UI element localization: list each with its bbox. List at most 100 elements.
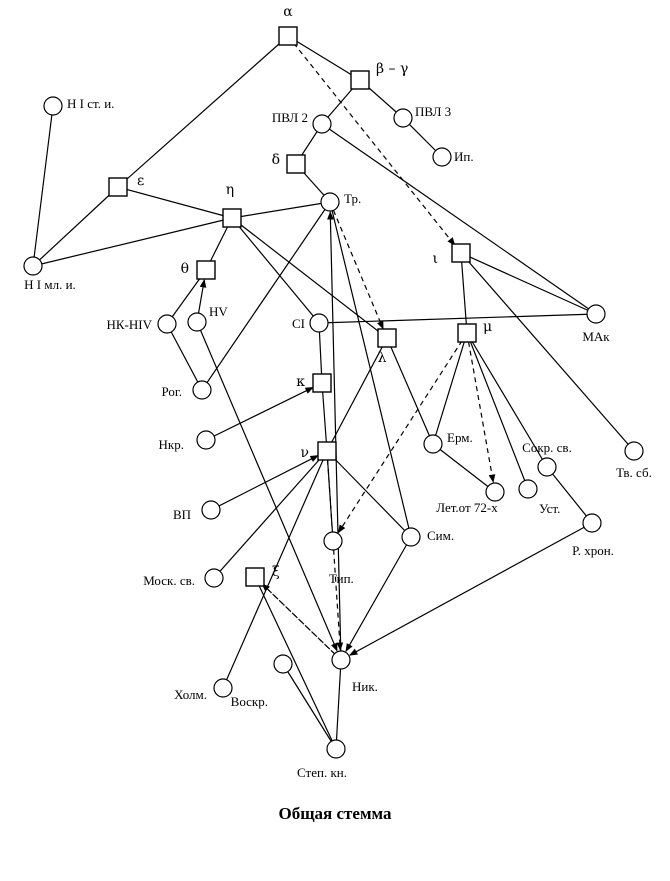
edge-hv-nik [196,321,338,652]
node-rkhron [582,513,602,533]
label-sokr: Сокр. св. [522,440,572,455]
label-n1st: Н I ст. и. [67,96,114,111]
node-nkhiv [157,314,177,334]
diagram-caption: Общая стемма [278,804,392,823]
edge-iota-tvsb [460,252,635,452]
label-delta: δ [272,152,280,168]
edge-epsilon-n1ml [32,186,119,267]
edge-mu-ust [466,332,529,490]
node-pvl2 [312,114,332,134]
label-nik: Ник. [352,679,378,694]
node-alpha [278,26,298,46]
edge-iota-mak [460,252,597,315]
label-ci: CI [292,316,305,331]
edge-tr-lambda [329,201,384,330]
label-epsilon: ε [137,173,144,189]
node-tip [323,531,343,551]
edge-nik-step [335,659,342,750]
label-xi: ξ [272,564,280,580]
edge-kappa-nu [321,382,328,452]
edge-n1st-n1ml [32,105,54,267]
edge-nkhiv-rog [166,323,203,391]
edge-nik-tr [327,211,342,661]
node-voskr [273,654,293,674]
edge-alpha-epsilon [117,35,289,188]
edge-ci-mak [318,313,597,324]
node-kholm [213,678,233,698]
node-mak [586,304,606,324]
node-eta [222,208,242,228]
edge-mu-tip [337,332,468,534]
label-eta: η [226,182,234,198]
edge-eta-ci [231,217,320,324]
edge-tr-eta [231,201,331,219]
label-mosk: Моск. св. [143,573,195,588]
edge-nu-kholm [222,450,328,689]
node-layer [23,26,644,759]
edge-eta-lambda [231,217,388,339]
edge-voskr-step [282,663,337,750]
node-n1st [43,96,63,116]
node-iota [451,243,471,263]
edge-pvl2-mak [321,123,597,315]
node-erm [423,434,443,454]
node-tr [320,192,340,212]
label-sim: Сим. [427,528,454,543]
label-pvl2: ПВЛ 2 [272,110,308,125]
label-vp: ВП [173,507,191,522]
edge-nu-sim [326,450,412,538]
edge-nik-xi [261,583,342,661]
node-sokr [537,457,557,477]
node-ust [518,479,538,499]
edge-ci-kappa [318,322,323,384]
node-tvsb [624,441,644,461]
label-tip: Тип. [329,571,354,586]
node-nkr [196,430,216,450]
node-nu [317,441,337,461]
edge-tr-sim [329,201,412,538]
label-hv: НV [209,304,228,319]
node-rog [192,380,212,400]
label-n1ml: Н I мл. и. [24,277,76,292]
node-let72 [485,482,505,502]
edge-mu-erm [432,332,468,445]
label-voskr: Воскр. [231,694,268,709]
node-lambda [377,328,397,348]
node-kappa [312,373,332,393]
edge-iota-mu [460,252,468,334]
label-nkr: Нкр. [159,437,184,452]
node-xi [245,567,265,587]
edge-xi-step [254,576,337,750]
edge-vp-nu [210,454,319,511]
edge-epsilon-eta [117,186,233,219]
edge-erm-let72 [432,443,496,493]
label-kholm: Холм. [174,687,207,702]
label-erm: Ерм. [447,430,473,445]
label-theta: θ [181,261,189,277]
label-tvsb: Тв. сб. [616,465,652,480]
label-let72: Лет.от 72-х [436,500,498,515]
label-ip: Ип. [454,149,474,164]
node-step [326,739,346,759]
node-mosk [204,568,224,588]
edge-sokr-rkhron [546,466,593,524]
edge-lambda-nu [326,337,388,452]
edge-rog-tr [201,201,331,391]
node-pvl3 [393,108,413,128]
label-tr: Тр. [344,191,361,206]
edge-alpha-betagamma [287,35,361,81]
edge-rkhron-nik [349,522,593,656]
label-pvl3: ПВЛ 3 [415,104,451,119]
label-nkhiv: НК-НIV [107,317,153,332]
node-epsilon [108,177,128,197]
label-step: Степ. кн. [297,765,347,780]
node-ci [309,313,329,333]
edge-alpha-iota [287,35,456,246]
label-rkhron: Р. хрон. [572,543,614,558]
label-mak: МАк [582,329,610,344]
label-alpha: α [283,4,293,20]
label-ust: Уст. [539,501,560,516]
node-betagamma [350,70,370,90]
